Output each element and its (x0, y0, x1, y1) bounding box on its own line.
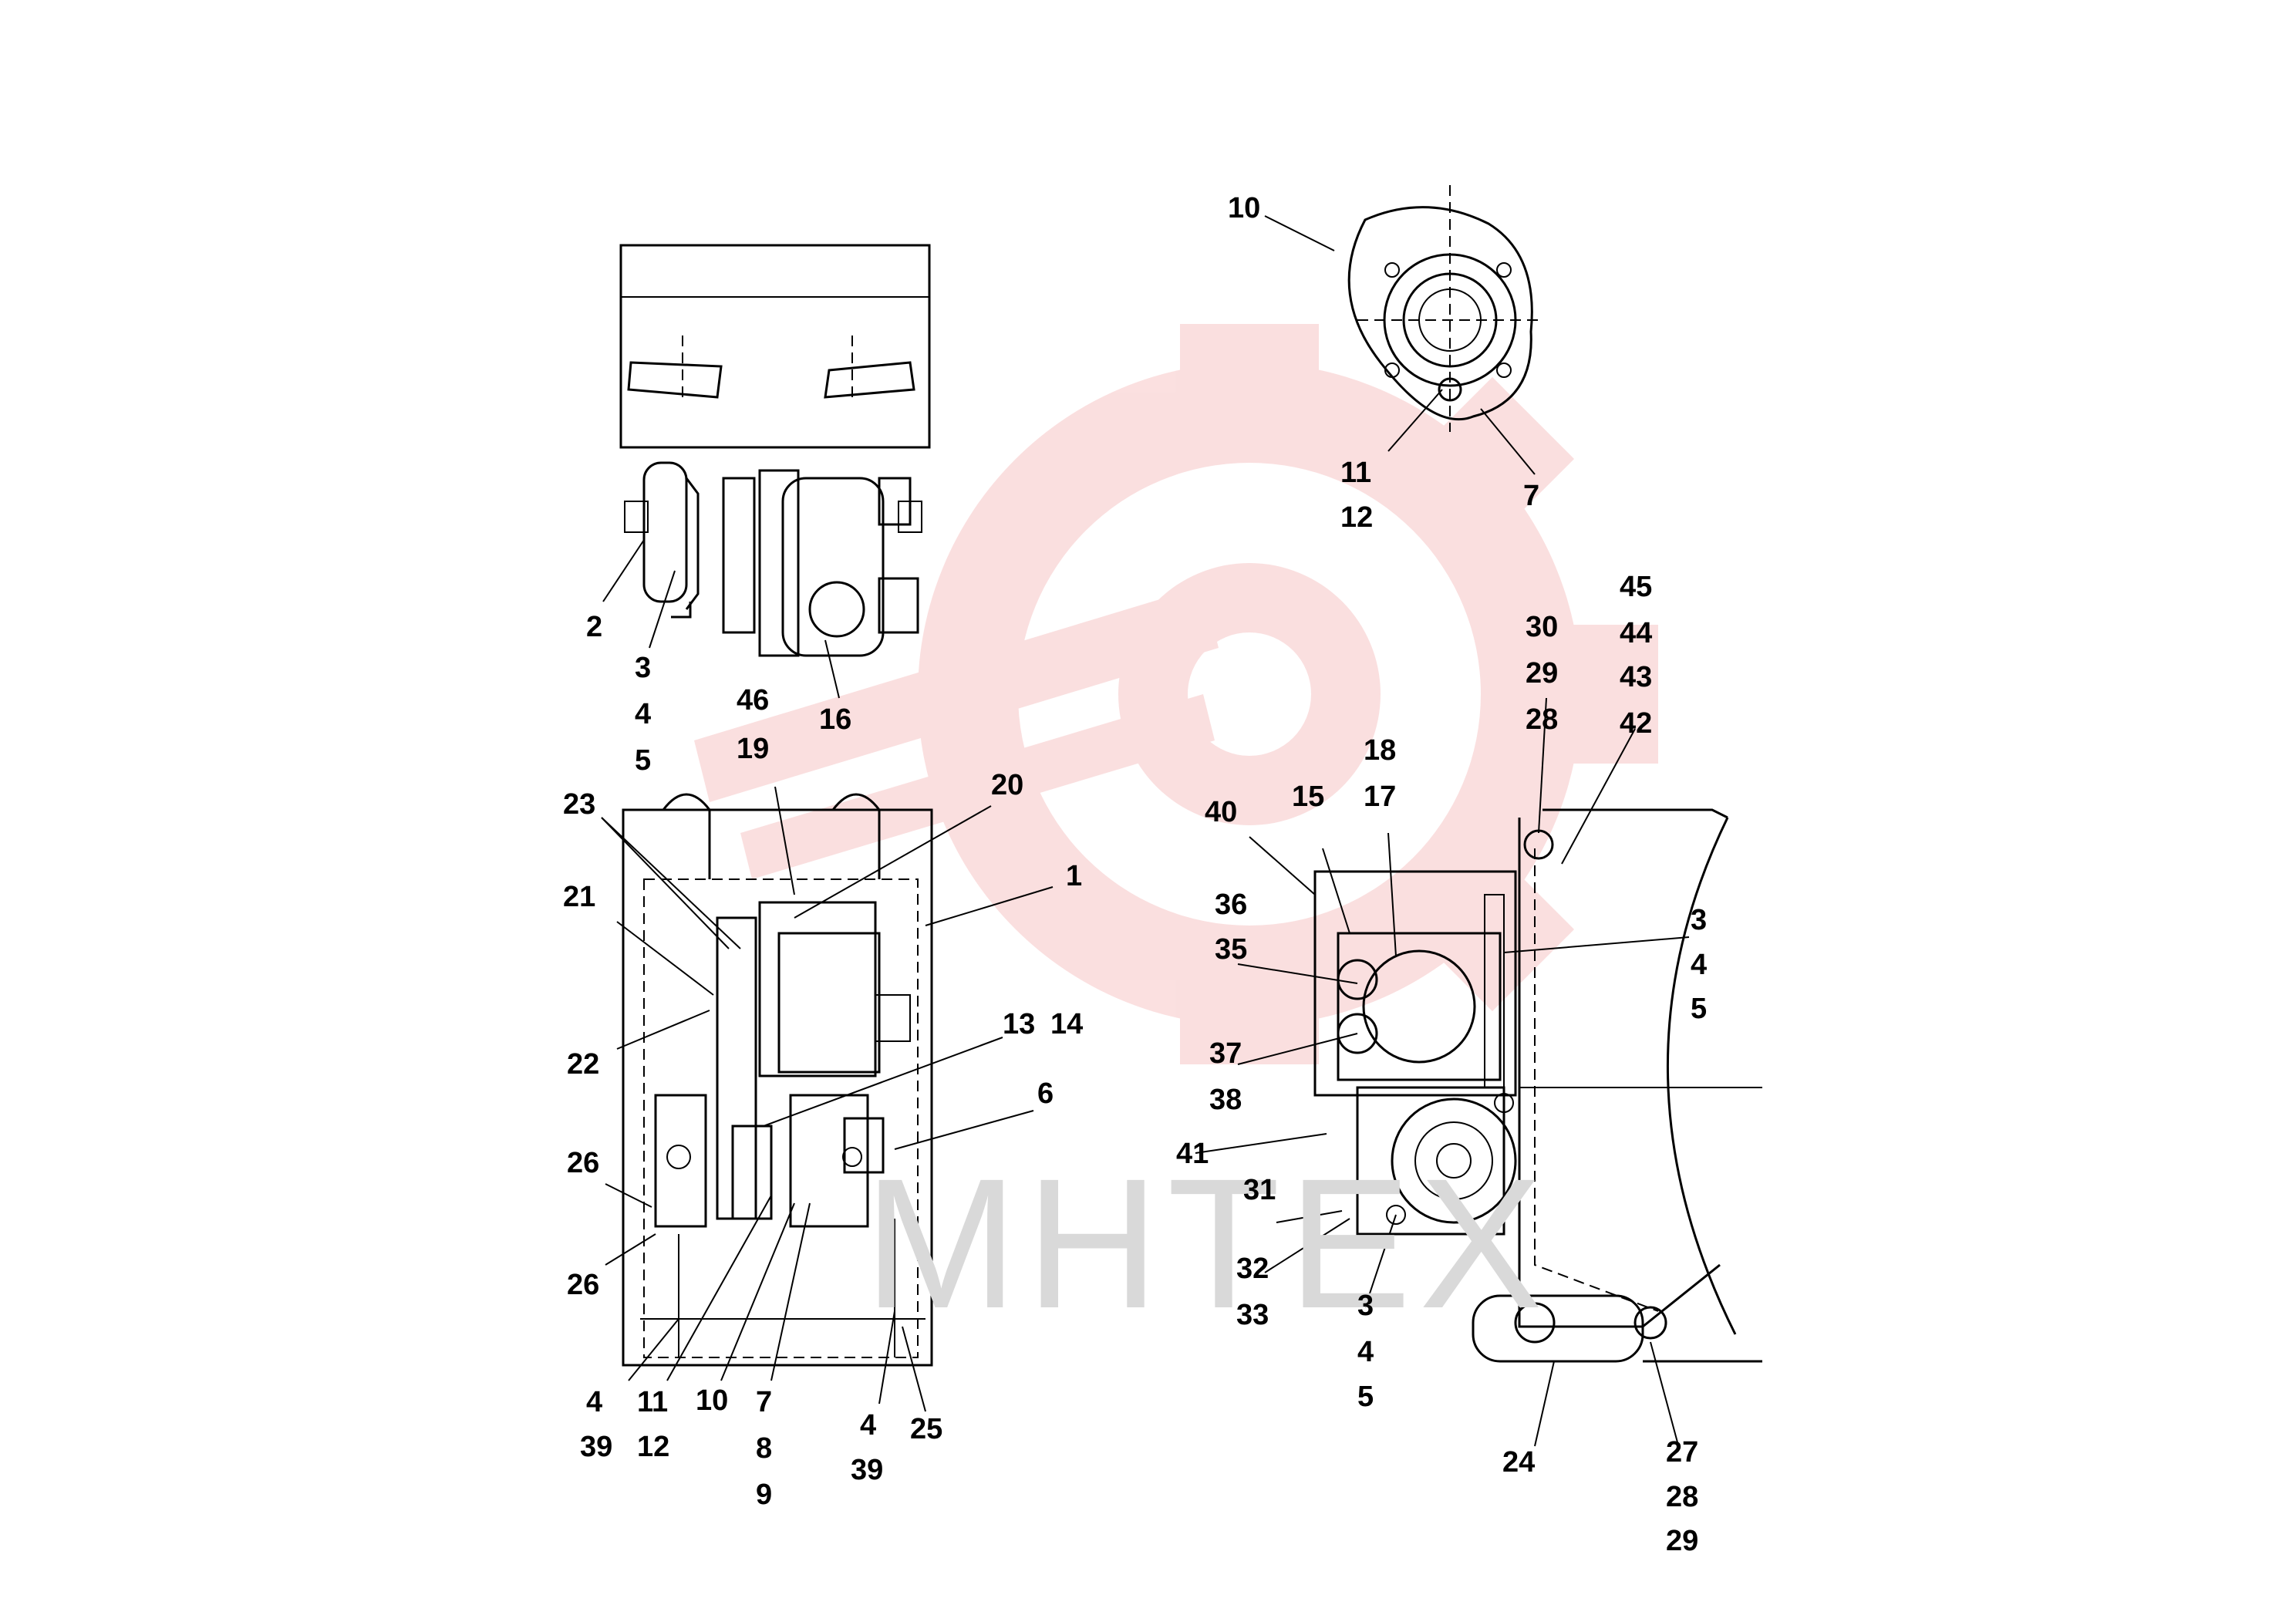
callout-label: 43 (1620, 661, 1652, 693)
callout-label: 20 (991, 769, 1023, 801)
callout-label: 33 (1236, 1299, 1269, 1331)
callout-label: 41 (1176, 1138, 1209, 1170)
callout-label: 6 (1037, 1077, 1054, 1110)
callout-label: 42 (1620, 707, 1652, 740)
callout-label: 4 (1357, 1336, 1374, 1368)
callout-label: 4 (635, 698, 651, 730)
callout-label: 1 (1066, 860, 1082, 892)
callout-label: 2 (586, 611, 602, 643)
callout-label: 4 (586, 1386, 602, 1418)
callout-label: 26 (567, 1269, 599, 1301)
callout-label: 23 (563, 788, 595, 821)
callout-label: 22 (567, 1048, 599, 1081)
callout-label: 3 (1357, 1290, 1374, 1322)
callout-label: 18 (1364, 734, 1396, 767)
callout-label: 24 (1502, 1446, 1535, 1479)
callout-label: 28 (1666, 1481, 1698, 1513)
callout-label: 38 (1209, 1084, 1242, 1116)
callout-label: 9 (756, 1479, 772, 1511)
callout-label: 19 (737, 733, 769, 765)
callout-label: 4 (860, 1409, 876, 1442)
callout-label: 21 (563, 881, 595, 913)
callout-label: 14 (1050, 1008, 1083, 1040)
callout-label: 3 (1691, 904, 1707, 936)
callout-label: 28 (1526, 703, 1558, 736)
leader-lines (601, 215, 1690, 1447)
callout-label: 29 (1526, 657, 1558, 690)
callout-label: 12 (637, 1431, 669, 1463)
callout-label: 8 (756, 1432, 772, 1465)
top-left-assembly (619, 244, 931, 657)
callout-label: 3 (635, 652, 651, 684)
callout-label: 40 (1205, 796, 1237, 828)
callout-label: 25 (910, 1413, 942, 1445)
callout-label: 31 (1243, 1174, 1276, 1206)
bottom-left-frame (622, 793, 933, 1367)
callout-label: 10 (1228, 192, 1260, 224)
callout-label: 15 (1292, 781, 1324, 813)
bottom-right-side-view (1313, 808, 1762, 1363)
callout-label: 5 (1357, 1381, 1374, 1413)
callout-label: 26 (567, 1147, 599, 1179)
callout-labels: 10 11 12 7 2 3 4 5 46 19 16 23 20 1 21 2… (563, 192, 1707, 1557)
callout-label: 16 (819, 703, 851, 736)
callout-label: 45 (1620, 571, 1652, 603)
callout-label: 29 (1666, 1525, 1698, 1557)
callout-label: 7 (756, 1386, 772, 1418)
watermark-text: МНТЕХ (864, 1140, 1550, 1347)
callout-label: 10 (696, 1384, 728, 1417)
callout-label: 36 (1215, 889, 1247, 921)
flange-detail (1347, 185, 1542, 432)
callout-label: 46 (737, 684, 769, 717)
callout-label: 5 (1691, 993, 1707, 1025)
callout-label: 39 (851, 1454, 883, 1486)
callout-label: 30 (1526, 611, 1558, 643)
callout-label: 7 (1523, 480, 1539, 512)
callout-label: 37 (1209, 1037, 1242, 1070)
callout-label: 4 (1691, 949, 1707, 981)
callout-label: 27 (1666, 1436, 1698, 1469)
callout-label: 11 (1340, 457, 1371, 489)
callout-label: 11 (637, 1386, 668, 1418)
callout-label: 32 (1236, 1253, 1269, 1285)
callout-label: 5 (635, 744, 651, 777)
callout-label: 35 (1215, 933, 1247, 966)
callout-label: 12 (1340, 501, 1373, 534)
callout-label: 39 (580, 1431, 612, 1463)
callout-label: 13 (1003, 1008, 1035, 1040)
callout-label: 17 (1364, 781, 1396, 813)
callout-label: 44 (1620, 617, 1652, 649)
